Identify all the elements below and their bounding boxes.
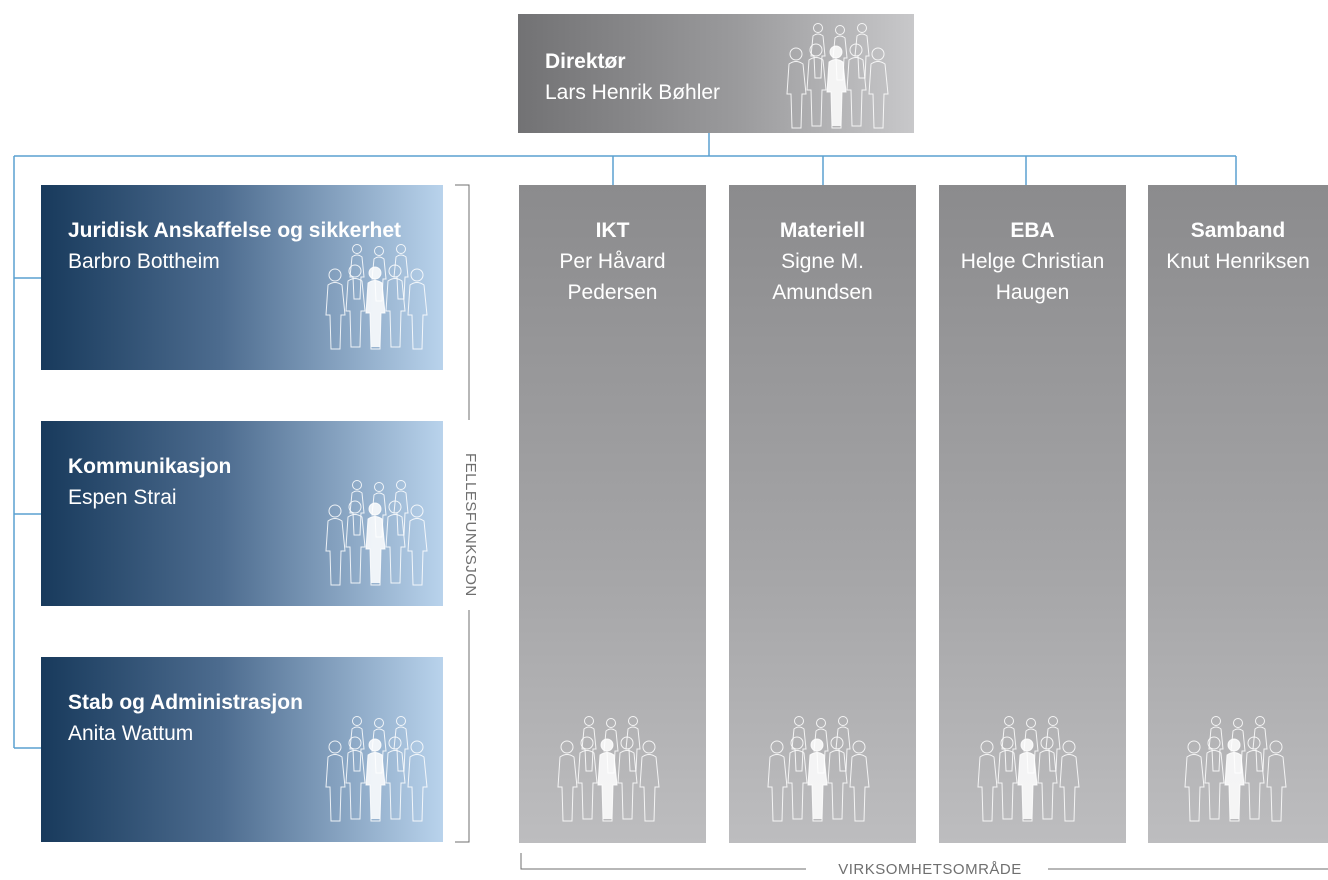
people-group-icon [557,715,669,823]
director-name: Lars Henrik Bøhler [545,81,721,104]
people-group-icon [977,715,1089,823]
area-leader-name: Helge Christian Haugen [960,250,1105,304]
unit-kommunikasjon-box: Kommunikasjon Espen Strai [41,421,443,606]
area-title: Samband [1190,219,1286,242]
area-leader-name: Knut Henriksen [1166,250,1310,273]
area-leader-name: Per Håvard Pedersen [559,250,666,304]
area-title: EBA [1010,219,1055,242]
director-title: Direktør [545,50,626,73]
people-group-icon [1184,715,1296,823]
unit-juridisk-box: Juridisk Anskaffelse og sikkerhet Barbro… [41,185,443,370]
unit-title: Stab og Administrasjon [68,691,303,714]
unit-title: Juridisk Anskaffelse og sikkerhet [68,219,402,242]
people-group-icon [325,715,437,823]
people-group-icon [767,715,879,823]
people-group-icon [325,243,437,351]
virksomhetsomrade-label: VIRKSOMHETSOMRÅDE [816,860,1044,880]
unit-leader-name: Barbro Bottheim [68,250,220,273]
area-title: Materiell [779,219,866,242]
fellesfunksjon-label: FELLESFUNKSJON [462,453,479,597]
area-title: IKT [595,219,630,242]
unit-leader-name: Anita Wattum [68,722,194,745]
unit-stab-box: Stab og Administrasjon Anita Wattum [41,657,443,842]
unit-title: Kommunikasjon [68,455,232,478]
unit-leader-name: Espen Strai [68,486,177,509]
area-materiell-box: Materiell Signe M. Amundsen [729,185,916,843]
area-eba-box: EBA Helge Christian Haugen [939,185,1126,843]
people-group-icon [786,22,898,130]
area-leader-name: Signe M. Amundsen [772,250,873,304]
director-box: Direktør Lars Henrik Bøhler [518,14,914,133]
area-samband-box: Samband Knut Henriksen [1148,185,1328,843]
people-group-icon [325,479,437,587]
area-ikt-box: IKT Per Håvard Pedersen [519,185,706,843]
